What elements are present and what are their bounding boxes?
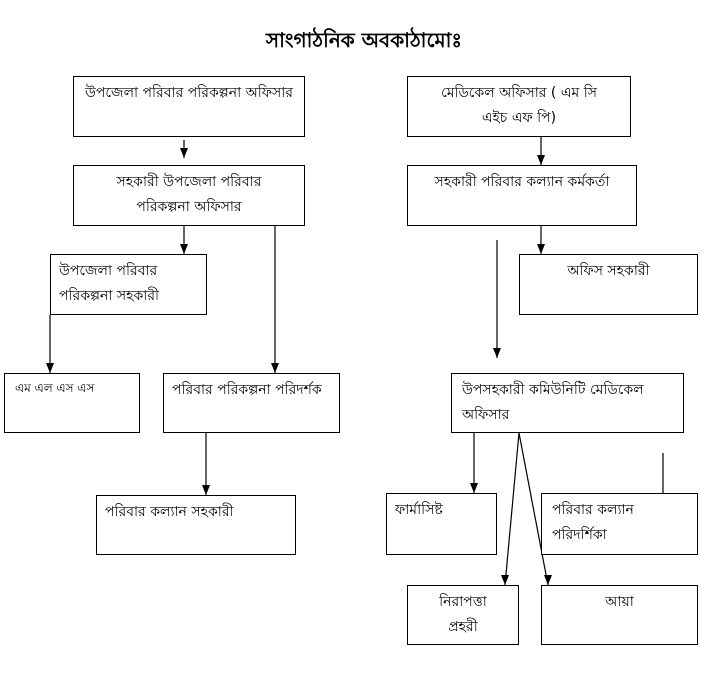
node-label: মেডিকেল অফিসার ( এম সি এইচ এফ পি) bbox=[441, 85, 597, 126]
node-label: অফিস সহকারী bbox=[567, 263, 650, 279]
arrowhead bbox=[180, 244, 188, 254]
node-label: নিরাপত্তা প্রহরী bbox=[439, 594, 487, 635]
node-sacmo: উপসহকারী কমিউনিটি মেডিকেল অফিসার bbox=[451, 373, 684, 433]
arrowhead bbox=[470, 483, 478, 493]
node-security-guard: নিরাপত্তা প্রহরী bbox=[407, 585, 519, 645]
node-asst-upazila-fp-officer: সহকারী উপজেলা পরিবার পরিকল্পনা অফিসার bbox=[73, 165, 305, 226]
node-label: এম এল এস এস bbox=[15, 381, 95, 395]
node-aya: আয়া bbox=[541, 585, 698, 645]
node-label: উপজেলা পরিবার পরিকল্পনা সহকারী bbox=[59, 263, 160, 304]
node-label: আয়া bbox=[605, 594, 634, 610]
node-label: পরিবার কল্যান পরিদর্শিকা bbox=[552, 502, 634, 543]
arrowhead bbox=[46, 363, 54, 373]
node-label: সহকারী পরিবার কল্যান কর্মকর্তা bbox=[434, 174, 610, 190]
arrowhead bbox=[501, 575, 509, 585]
arrowhead bbox=[180, 148, 188, 158]
arrowhead bbox=[537, 155, 545, 165]
node-fp-inspector: পরিবার পরিকল্পনা পরিদর্শক bbox=[163, 373, 340, 433]
arrowhead bbox=[202, 485, 210, 495]
arrowhead bbox=[537, 244, 545, 254]
chart-title: সাংগাঠনিক অবকাঠামোঃ bbox=[265, 28, 463, 52]
node-label: উপসহকারী কমিউনিটি মেডিকেল অফিসার bbox=[462, 382, 644, 423]
node-upazila-fp-assistant: উপজেলা পরিবার পরিকল্পনা সহকারী bbox=[50, 254, 207, 315]
node-label: সহকারী উপজেলা পরিবার পরিকল্পনা অফিসার bbox=[116, 174, 262, 215]
node-label: ফার্মাসিষ্ট bbox=[395, 502, 443, 518]
arrow-i-m bbox=[504, 432, 520, 586]
node-label: পরিবার কল্যান সহকারী bbox=[105, 504, 234, 520]
node-asst-fw-officer: সহকারী পরিবার কল্যান কর্মকর্তা bbox=[407, 165, 637, 226]
arrowhead bbox=[493, 348, 501, 358]
arrowhead bbox=[271, 363, 279, 373]
node-office-assistant: অফিস সহকারী bbox=[519, 254, 698, 315]
node-label: পরিবার পরিকল্পনা পরিদর্শক bbox=[172, 382, 322, 398]
arrowhead bbox=[544, 575, 552, 585]
node-pharmacist: ফার্মাসিষ্ট bbox=[386, 493, 497, 555]
node-fw-visitor: পরিবার কল্যান পরিদর্শিকা bbox=[541, 493, 698, 555]
node-medical-officer: মেডিকেল অফিসার ( এম সি এইচ এফ পি) bbox=[407, 76, 631, 137]
node-mlss: এম এল এস এস bbox=[4, 373, 140, 433]
node-upazila-fp-officer: উপজেলা পরিবার পরিকল্পনা অফিসার bbox=[73, 76, 305, 137]
arrow-i-n bbox=[518, 432, 549, 586]
node-label: উপজেলা পরিবার পরিকল্পনা অফিসার bbox=[85, 85, 293, 101]
node-fw-assistant: পরিবার কল্যান সহকারী bbox=[96, 495, 296, 555]
